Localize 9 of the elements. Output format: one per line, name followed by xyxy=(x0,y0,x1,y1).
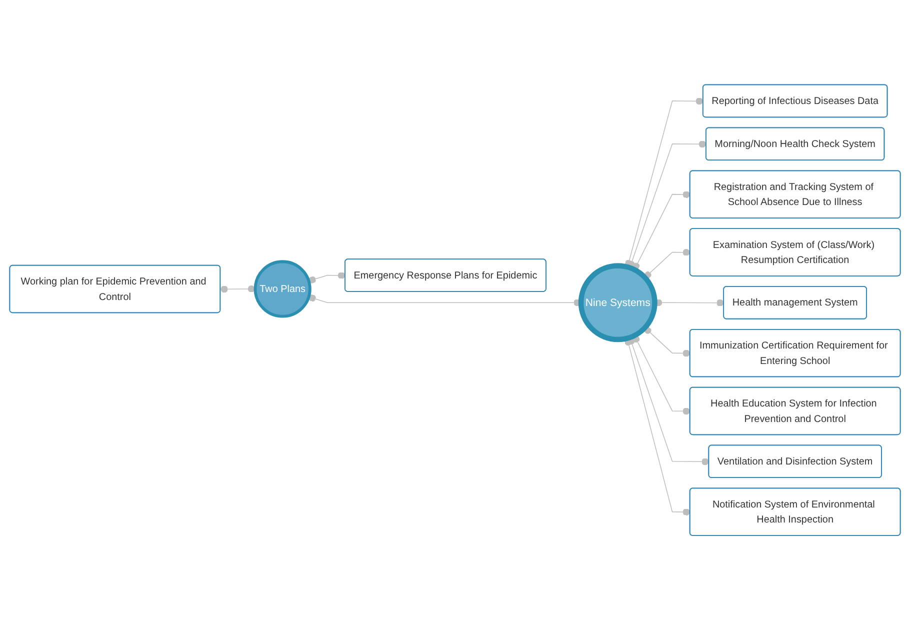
connector xyxy=(644,248,690,278)
connector xyxy=(632,335,690,415)
node-circle xyxy=(578,263,657,342)
node-circle xyxy=(253,260,311,318)
connector xyxy=(632,190,690,270)
diagram: Working plan for Epidemic Prevention and Control Two Plans Emergency Response Plans for Epidemic Nine Systems Reporting of Infectious Diseases Data Morning/Noon Health Check System Registration and Tracking System of School Absence Due to Illness Examination System of (Class/Work) Resumption Certification Health management System Immunization Certification Requirement for Entering School Health Education System for Infection Prevention and Control Ventilation and Disinfection System Notification System of Environmental Health Inspection xyxy=(4,80,904,540)
connector xyxy=(308,272,346,284)
connector xyxy=(644,326,690,357)
connector xyxy=(220,285,256,293)
